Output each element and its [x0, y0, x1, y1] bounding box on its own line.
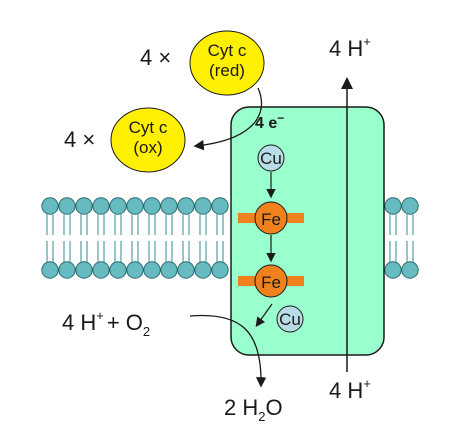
cyt-c-red-multiplier: 4 ×: [140, 45, 171, 70]
lipid-head: [194, 261, 212, 279]
lipid-head: [58, 261, 76, 279]
lipid-head: [160, 261, 178, 279]
lipid-head: [177, 261, 195, 279]
lipid-head: [75, 197, 93, 215]
cu-a-center: [257, 144, 285, 172]
oxygen-reduction-arrow: [189, 314, 267, 388]
lipid-head: [126, 261, 144, 279]
lipid-head: [401, 261, 419, 279]
arrow-heme-a3-to-cu-b: [255, 303, 273, 327]
heme-a3-label: Fe: [261, 273, 281, 292]
lipid-head: [211, 261, 229, 279]
cu-a-label: Cu: [260, 149, 282, 168]
cyt-c-ox-line2: (ox): [133, 138, 162, 157]
cu-b-center: [276, 305, 304, 333]
heme-a3-center: [254, 264, 288, 298]
lipid-head: [194, 197, 212, 215]
lipid-head: [126, 197, 144, 215]
lipid-head: [109, 261, 127, 279]
electron-transfer-arrow: [193, 87, 263, 151]
lipid-head: [41, 197, 59, 215]
reactants-label: 4 H++ O2: [62, 308, 150, 339]
cyt-c-ox-multiplier: 4 ×: [64, 127, 95, 152]
cyt-c-red-line2: (red): [209, 61, 245, 80]
lipid-head: [92, 197, 110, 215]
lipid-head: [58, 197, 76, 215]
lipid-head: [75, 261, 93, 279]
lipid-head: [177, 197, 195, 215]
lipid-head: [143, 197, 161, 215]
heme-a-center: [254, 201, 288, 235]
lipid-head: [211, 197, 229, 215]
lipid-head: [384, 261, 402, 279]
cu-b-label: Cu: [279, 310, 301, 329]
lipid-head: [92, 261, 110, 279]
lipid-head: [160, 197, 178, 215]
cyt-c-ox-line1: Cyt c: [129, 118, 168, 137]
lipid-bilayer-left: [41, 197, 229, 279]
water-product-label: 2 H2O: [224, 395, 283, 424]
lipid-bilayer-right: [384, 197, 419, 279]
heme-a-label: Fe: [261, 210, 281, 229]
lipid-head: [401, 197, 419, 215]
lipid-head: [109, 197, 127, 215]
lipid-head: [143, 261, 161, 279]
cyt-c-reduced: [189, 30, 265, 96]
cytochrome-c-oxidase-complex: [230, 106, 385, 356]
proton-out-label: 4 H+: [329, 34, 371, 61]
proton-in-label: 4 H+: [329, 376, 371, 403]
cyt-c-red-line1: Cyt c: [208, 41, 247, 60]
cyt-c-oxidized: [110, 107, 186, 173]
lipid-head: [41, 261, 59, 279]
electron-label: 4 e−: [255, 111, 284, 132]
lipid-head: [384, 197, 402, 215]
lipid-tails: [46, 214, 414, 262]
